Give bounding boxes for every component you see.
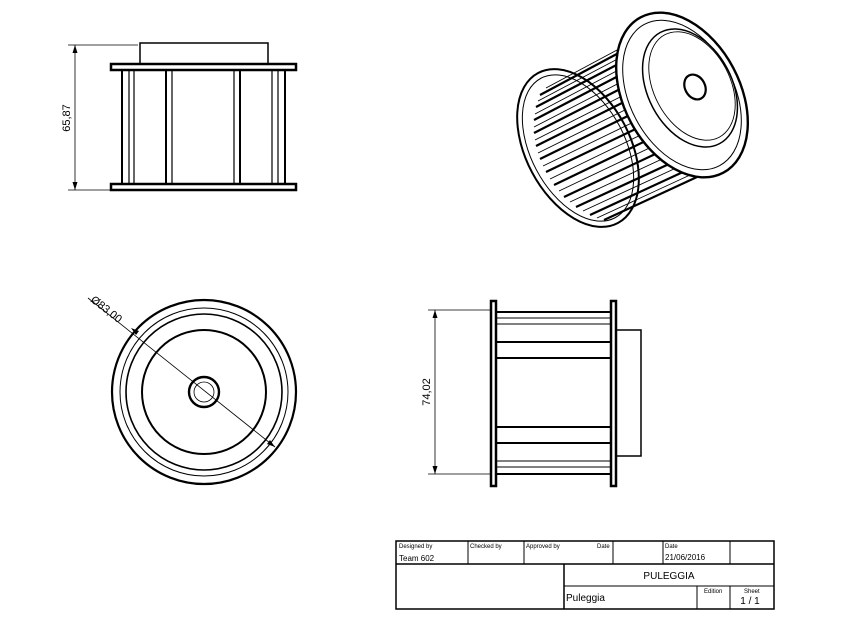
top-left-view <box>109 42 298 192</box>
date-value: 21/06/2016 <box>665 553 706 562</box>
approved-by-label: Approved by <box>526 544 560 550</box>
edition-label: Edition <box>704 589 722 595</box>
isometric-view <box>516 11 749 228</box>
drawing-title: PULEGGIA <box>643 571 694 582</box>
dimension-height-side-view <box>428 309 490 475</box>
dimension-diameter <box>87 297 276 448</box>
designed-by-value: Team 602 <box>399 554 435 563</box>
title-block <box>395 540 775 610</box>
part-name: Puleggia <box>566 593 605 604</box>
checked-by-label: Checked by <box>470 544 502 550</box>
dimension-label-65-87: 65,87 <box>61 104 73 132</box>
side-view <box>489 299 642 488</box>
front-view <box>110 298 298 486</box>
dimension-label-74-02: 74,02 <box>421 378 433 406</box>
date-label-approved: Date <box>597 544 610 550</box>
dimension-label-diameter: Ø83,00 <box>88 294 124 326</box>
sheet-value: 1 / 1 <box>740 596 760 607</box>
designed-by-label: Designed by <box>399 544 432 550</box>
dimension-height-top-view <box>68 44 138 191</box>
date-label: Date <box>665 544 678 550</box>
sheet-label: Sheet <box>744 589 760 595</box>
